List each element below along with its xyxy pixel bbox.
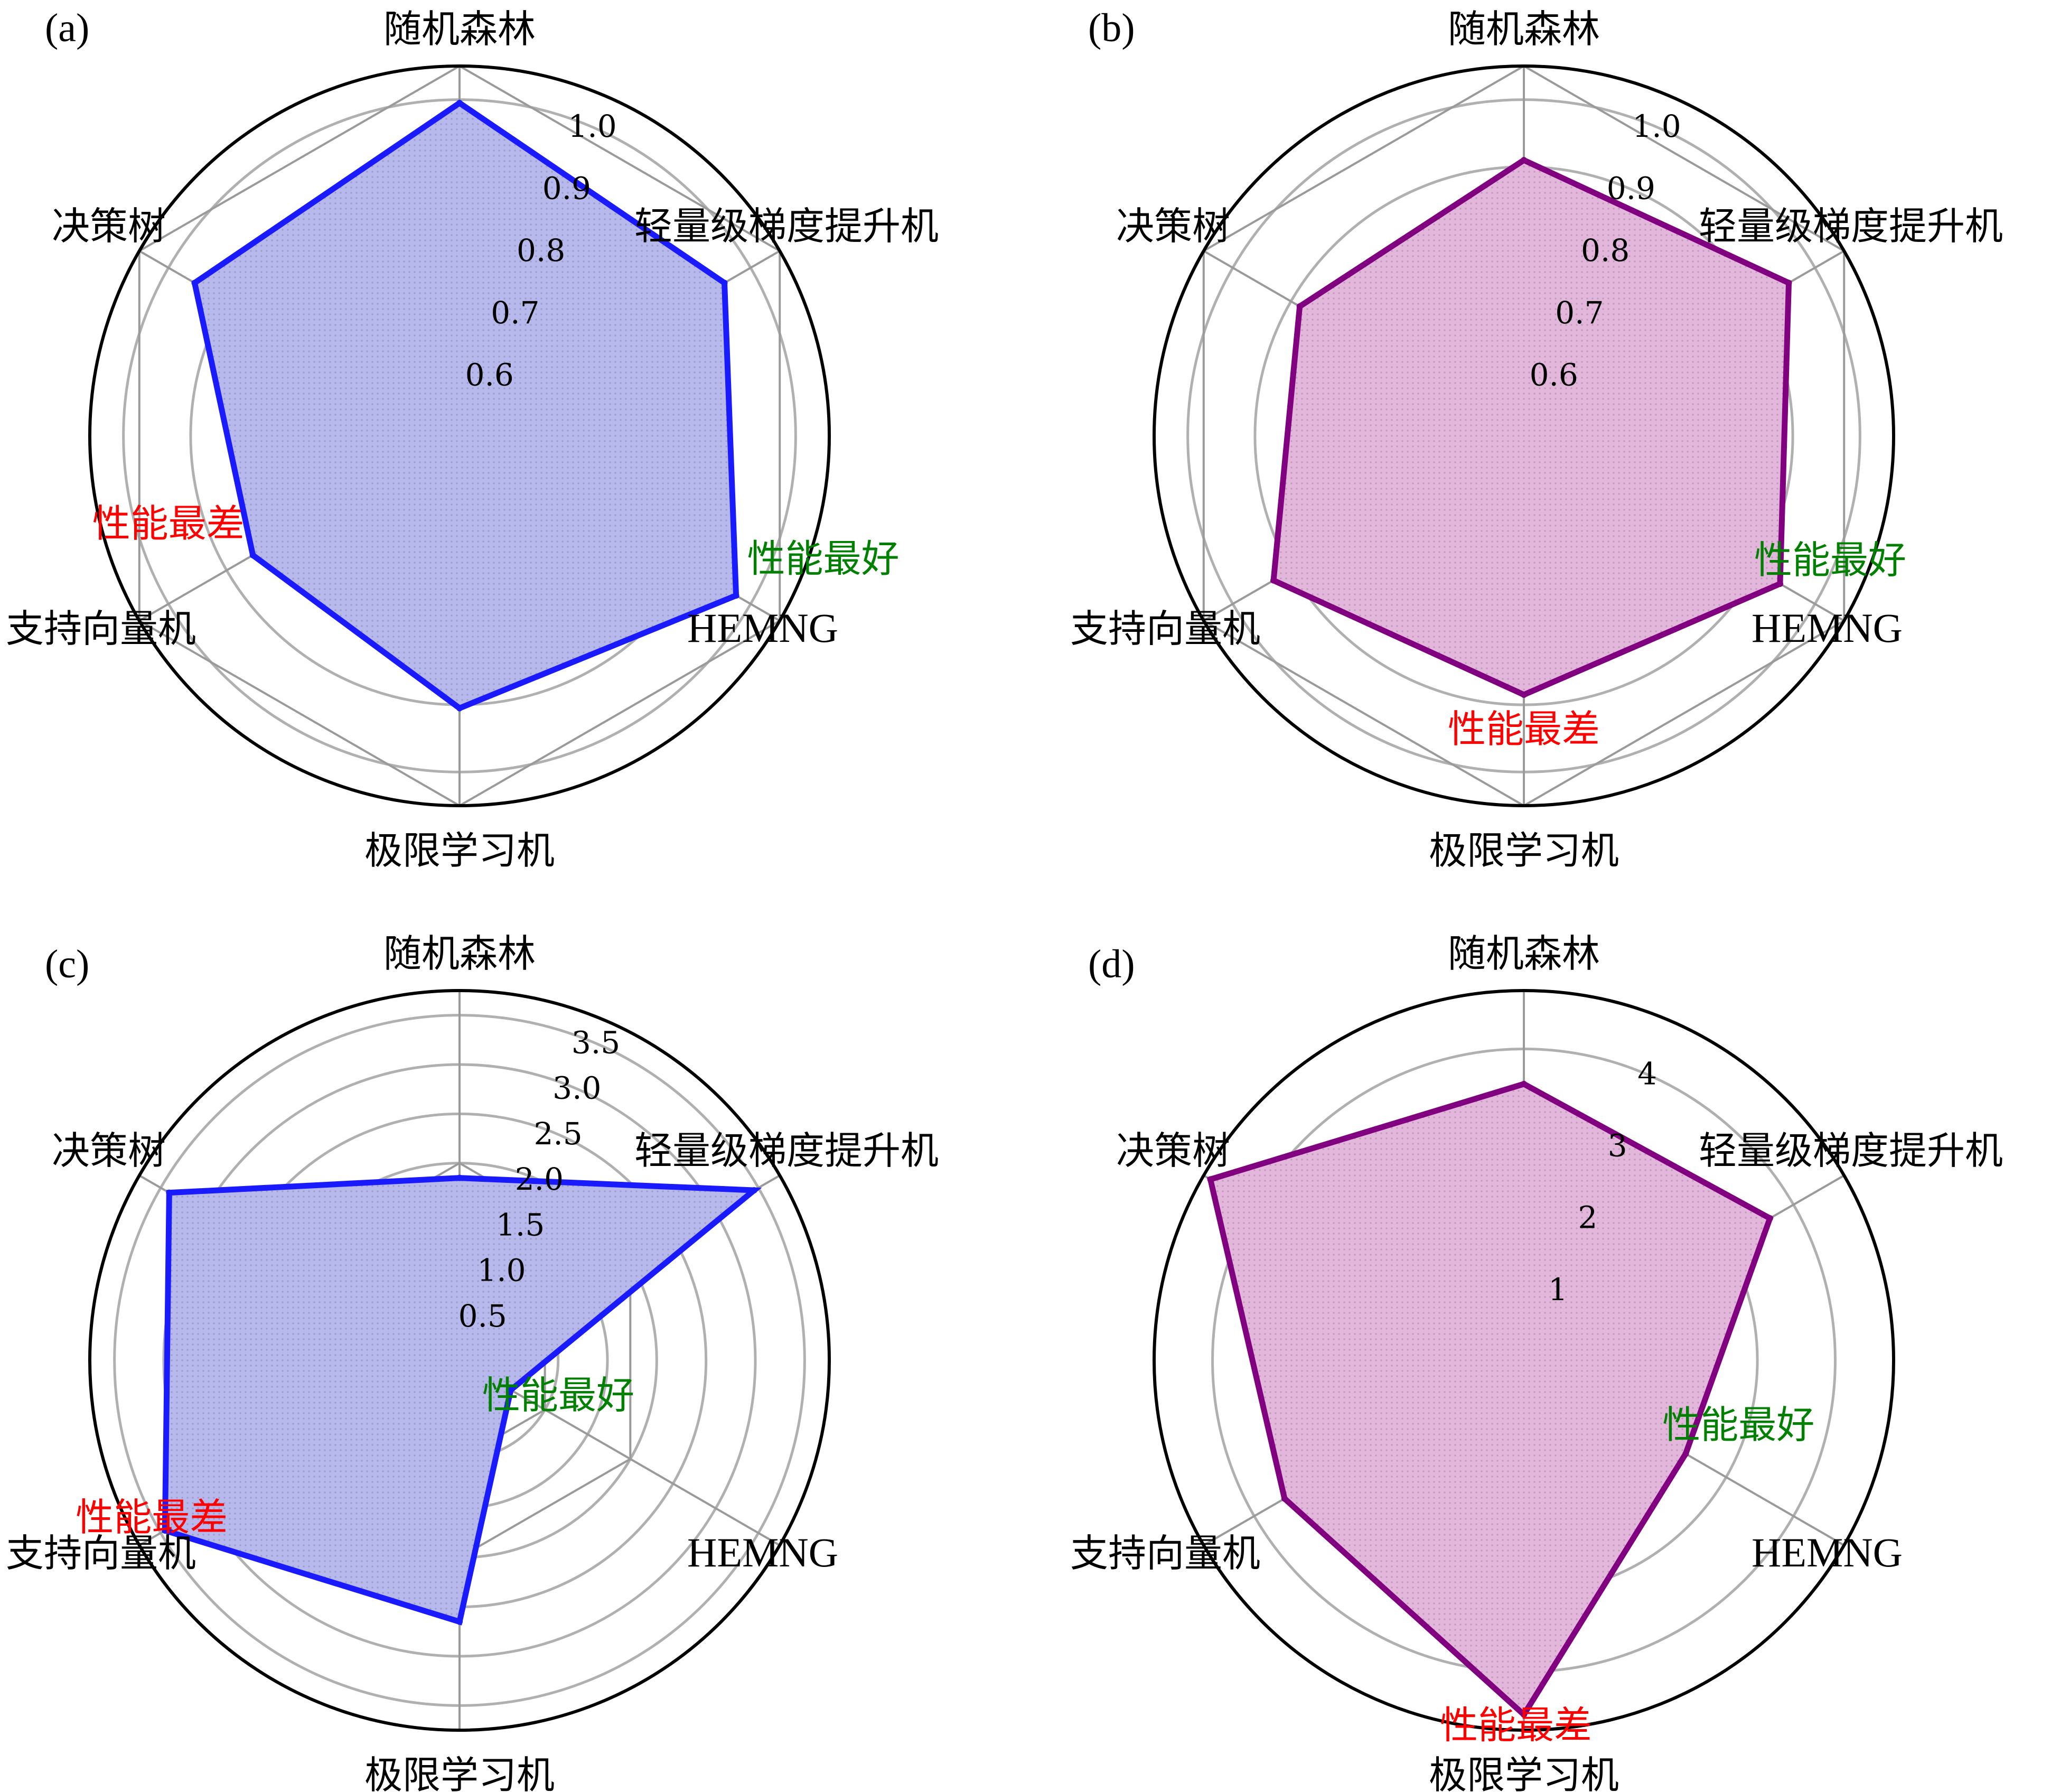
data-point-d-2 (1682, 1450, 1689, 1457)
axis-label-a-5: 决策树 (52, 204, 166, 248)
panel-label-c: (c) (45, 942, 89, 986)
data-point-c-3 (456, 1618, 463, 1625)
data-point-b-1 (1785, 279, 1792, 286)
annotation-best-d: 性能最好 (1662, 1403, 1814, 1447)
annotation-worst-d: 性能最差 (1440, 1703, 1592, 1748)
tick-label-b-2: 0.8 (1581, 232, 1630, 268)
data-point-d-4 (1281, 1495, 1288, 1502)
annotation-best-a: 性能最好 (747, 536, 900, 581)
axis-label-b-5: 决策树 (1116, 204, 1230, 248)
axis-label-d-2: HEMNG (1752, 1529, 1903, 1575)
data-point-c-4 (162, 1527, 168, 1534)
panel-label-a: (a) (45, 6, 89, 50)
axis-label-a-4: 支持向量机 (6, 606, 196, 651)
tick-label-d-2: 3 (1608, 1128, 1627, 1164)
data-point-a-1 (721, 279, 728, 286)
annotation-best-b: 性能最好 (1754, 538, 1906, 582)
tick-label-a-4: 1.0 (568, 108, 616, 144)
axis-label-d-0: 随机森林 (1448, 931, 1600, 976)
axis-label-c-4: 支持向量机 (6, 1531, 196, 1575)
tick-label-b-1: 0.7 (1555, 295, 1604, 331)
data-point-c-2 (507, 1387, 514, 1393)
data-point-c-5 (166, 1189, 173, 1196)
tick-label-c-2: 1.5 (496, 1207, 545, 1243)
series-texture-a (194, 103, 736, 708)
axis-label-a-0: 随机森林 (383, 7, 536, 51)
axis-label-c-1: 轻量级梯度提升机 (634, 1128, 939, 1173)
tick-label-d-0: 1 (1548, 1272, 1568, 1308)
data-point-a-2 (733, 592, 739, 599)
data-point-b-5 (1296, 303, 1303, 310)
axis-label-b-0: 随机森林 (1448, 7, 1600, 51)
annotation-worst-a: 性能最差 (92, 501, 245, 546)
series-texture-d (1210, 1084, 1770, 1715)
series-texture-c (165, 1178, 754, 1622)
data-point-b-3 (1521, 692, 1527, 698)
frame-circle-a (88, 64, 831, 807)
tick-label-a-3: 0.9 (542, 171, 591, 207)
tick-label-c-1: 1.0 (477, 1253, 526, 1289)
tick-label-c-4: 2.5 (533, 1116, 582, 1152)
frame-circle-d (1153, 989, 1895, 1732)
annotation-worst-b: 性能最差 (1448, 707, 1600, 751)
axis-label-d-4: 支持向量机 (1070, 1531, 1260, 1575)
data-point-d-3 (1521, 1711, 1527, 1718)
tick-label-c-0: 0.5 (458, 1298, 507, 1334)
data-point-c-1 (751, 1187, 757, 1193)
tick-label-c-6: 3.5 (572, 1024, 620, 1060)
tick-label-b-3: 0.9 (1607, 171, 1655, 207)
data-point-d-1 (1766, 1215, 1773, 1222)
data-point-d-0 (1521, 1080, 1527, 1087)
annotation-worst-c: 性能最差 (76, 1495, 228, 1539)
axis-label-b-2: HEMNG (1752, 605, 1903, 651)
data-point-a-0 (456, 100, 463, 106)
axis-label-d-3: 极限学习机 (1429, 1753, 1619, 1792)
axis-label-c-0: 随机森林 (383, 931, 536, 976)
frame-circle-c (88, 989, 831, 1732)
series-texture-b (1274, 160, 1789, 695)
axis-label-d-1: 轻量级梯度提升机 (1699, 1128, 2003, 1173)
tick-label-d-3: 4 (1637, 1056, 1657, 1091)
axis-label-a-2: HEMNG (687, 605, 838, 651)
panel-label-d: (d) (1088, 942, 1135, 986)
tick-label-a-0: 0.6 (465, 357, 514, 393)
axis-label-c-5: 决策树 (52, 1128, 166, 1173)
axis-label-a-1: 轻量级梯度提升机 (634, 204, 939, 248)
panel-label-b: (b) (1088, 6, 1135, 50)
data-point-a-3 (456, 705, 463, 712)
tick-label-b-0: 0.6 (1530, 357, 1578, 393)
axis-label-b-1: 轻量级梯度提升机 (1699, 204, 2003, 248)
frame-circle-b (1153, 64, 1895, 807)
axis-label-c-2: HEMNG (687, 1529, 838, 1575)
tick-label-b-4: 1.0 (1632, 108, 1681, 144)
data-point-b-4 (1270, 577, 1277, 584)
annotation-best-c: 性能最好 (482, 1373, 634, 1417)
axis-label-b-3: 极限学习机 (1429, 828, 1619, 873)
data-point-c-0 (456, 1174, 463, 1181)
tick-label-c-5: 3.0 (553, 1070, 601, 1106)
data-point-b-0 (1521, 157, 1527, 164)
axis-label-d-5: 决策树 (1116, 1128, 1230, 1173)
data-point-b-2 (1776, 581, 1783, 587)
axis-label-b-4: 支持向量机 (1070, 606, 1260, 651)
axis-label-c-3: 极限学习机 (364, 1753, 555, 1792)
tick-label-a-1: 0.7 (491, 295, 539, 331)
data-point-d-5 (1207, 1176, 1214, 1183)
tick-label-d-1: 2 (1578, 1200, 1597, 1236)
axis-label-a-3: 极限学习机 (364, 828, 555, 873)
tick-label-c-3: 2.0 (515, 1161, 564, 1197)
data-point-a-5 (191, 279, 198, 286)
data-point-a-4 (249, 552, 256, 558)
tick-label-a-2: 0.8 (517, 232, 565, 268)
